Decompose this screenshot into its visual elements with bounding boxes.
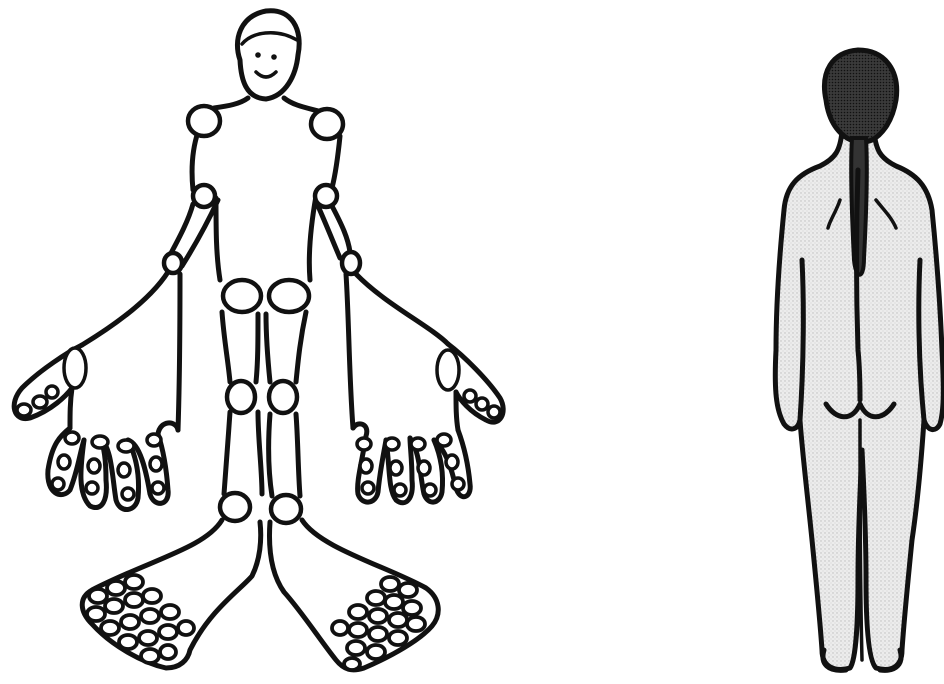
toe-joint xyxy=(389,631,407,645)
left-thumb-joint xyxy=(46,386,58,398)
toe-joint xyxy=(141,609,159,623)
left-toe-joints xyxy=(87,575,194,663)
toe-joint xyxy=(399,583,417,597)
left-eye xyxy=(255,52,261,58)
toe-joint xyxy=(139,631,157,645)
toe-joint xyxy=(385,595,403,609)
toe-joint xyxy=(407,617,425,631)
left-wrist-joint xyxy=(164,253,182,273)
toe-joint xyxy=(121,615,139,629)
toe-joint xyxy=(389,613,407,627)
smile xyxy=(256,72,276,77)
toe-joint xyxy=(141,649,159,663)
right-thumb-joint xyxy=(488,406,500,418)
left-thumb-joint xyxy=(33,396,47,408)
finger-joint xyxy=(411,438,425,450)
finger-joint xyxy=(418,461,430,475)
finger-joint xyxy=(150,457,162,471)
left-elbow-joint xyxy=(193,185,215,207)
left-ankle-joint xyxy=(220,493,250,521)
finger-joint xyxy=(360,459,372,473)
finger-joint xyxy=(452,478,464,490)
toe-joint xyxy=(381,577,399,591)
left-arm-outline xyxy=(82,200,218,430)
left-thumb-joint xyxy=(17,404,31,416)
finger-joint xyxy=(92,436,108,448)
toe-joint xyxy=(332,621,348,635)
toe-joint xyxy=(349,605,367,619)
finger-joint xyxy=(147,434,161,446)
toe-joint xyxy=(125,593,143,607)
left-hip-joint xyxy=(223,280,261,312)
finger-joint xyxy=(424,484,436,496)
right-eye xyxy=(271,54,277,60)
right-arm-outline xyxy=(318,206,448,428)
finger-joint xyxy=(88,459,100,473)
right-thumb-joint xyxy=(476,398,488,410)
finger-joint xyxy=(152,482,164,494)
right-elbow-joint xyxy=(315,185,337,207)
finger-joint xyxy=(58,455,70,469)
right-toe-joints xyxy=(332,577,425,670)
toe-joint xyxy=(367,591,385,605)
finger-joint xyxy=(390,461,402,475)
toe-joint xyxy=(89,589,107,603)
toe-joint xyxy=(125,575,143,589)
toe-joint xyxy=(159,625,177,639)
toe-joint xyxy=(143,589,161,603)
finger-joint xyxy=(52,478,64,490)
finger-joint xyxy=(362,482,374,494)
left-knee-joint xyxy=(227,381,255,413)
toe-joint xyxy=(119,635,137,649)
finger-joint xyxy=(437,434,451,446)
toe-joint xyxy=(160,645,176,659)
head xyxy=(237,11,299,99)
left-thumb-base-joint xyxy=(64,348,86,388)
left-hand xyxy=(14,345,178,510)
left-shoulder-joint xyxy=(188,106,220,136)
finger-joint xyxy=(385,438,399,450)
toe-joint xyxy=(101,621,119,635)
back-figure xyxy=(775,50,943,670)
front-figure xyxy=(14,11,503,670)
toe-joint xyxy=(367,645,385,659)
right-knee-joint xyxy=(269,381,297,413)
toe-joint xyxy=(403,601,421,615)
toe-joint xyxy=(369,627,387,641)
finger-joint xyxy=(86,482,98,494)
finger-joint xyxy=(65,432,79,444)
toe-joint xyxy=(369,609,387,623)
hair xyxy=(824,50,896,142)
toe-joint xyxy=(349,623,367,637)
toe-joint xyxy=(347,641,365,655)
toe-joint xyxy=(107,581,125,595)
finger-joint xyxy=(122,488,134,500)
right-shoulder-joint xyxy=(311,109,343,139)
right-thumb-joint xyxy=(464,390,476,402)
finger-joint xyxy=(394,484,406,496)
toe-joint xyxy=(178,621,194,635)
right-hip-joint xyxy=(269,280,309,312)
finger-joint xyxy=(118,440,134,452)
right-wrist-joint xyxy=(342,252,360,274)
finger-joint xyxy=(357,438,371,450)
right-ankle-joint xyxy=(271,495,301,523)
toe-joint xyxy=(344,658,360,670)
right-thumb-base-joint xyxy=(437,350,459,390)
right-hand xyxy=(353,344,503,503)
toe-joint xyxy=(87,607,105,621)
toe-joint xyxy=(105,599,123,613)
toe-joint xyxy=(161,605,179,619)
finger-joint xyxy=(118,463,130,477)
finger-joint xyxy=(446,455,458,469)
legs-center-line xyxy=(860,420,862,660)
